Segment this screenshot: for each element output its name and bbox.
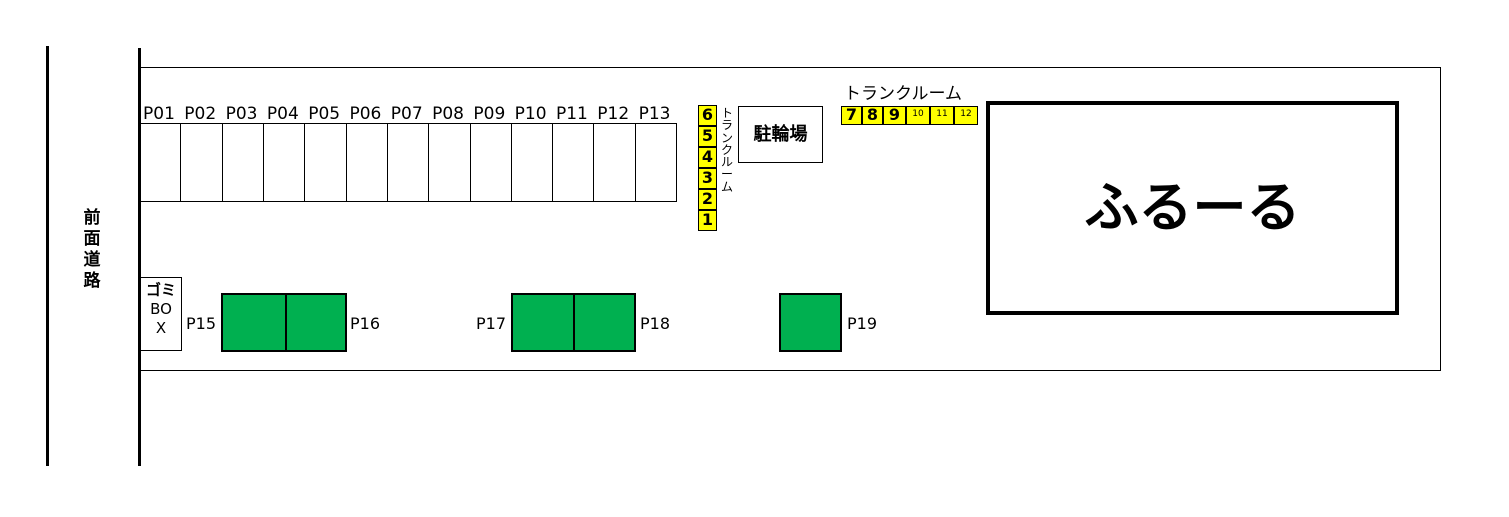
trunk-room-unit[interactable]: 8	[862, 106, 883, 125]
trunk-room-unit[interactable]: 7	[841, 106, 862, 125]
trunk-room-unit[interactable]: 10	[906, 106, 930, 125]
trunk-label-char: ト	[720, 106, 733, 120]
trunk-room-unit[interactable]: 4	[698, 147, 717, 168]
parking-code: P09	[473, 104, 506, 124]
parking-stall[interactable]	[552, 124, 593, 201]
parking-stall[interactable]	[345, 124, 387, 201]
green-space-p17[interactable]	[511, 293, 575, 352]
trunk-label-char: ラ	[720, 118, 733, 133]
trunk-room-unit[interactable]: 5	[698, 126, 717, 147]
parking-stall[interactable]	[428, 124, 469, 201]
trunk-label-char: ン	[720, 130, 733, 145]
trunk-label-char: ー	[720, 167, 733, 182]
building[interactable]: ふるーる	[986, 101, 1399, 315]
parking-stall[interactable]	[510, 124, 552, 201]
trunk-room-vertical: 6 5 4 3 2 1	[698, 105, 717, 231]
parking-stall[interactable]	[634, 124, 676, 201]
space-label-p17: P17	[476, 314, 507, 333]
trunk-room-horizontal-label: トランクルーム	[844, 84, 962, 104]
space-label-p19: P19	[847, 314, 878, 333]
trunk-room-unit[interactable]: 11	[930, 106, 954, 125]
parking-code: P10	[514, 104, 547, 124]
garbage-box-label-line: ゴミ	[145, 281, 176, 299]
road-label-char: 路	[83, 271, 101, 291]
parking-code-row: P01 P02 P03 P04 P05 P06 P07 P08 P09 P10 …	[143, 105, 683, 123]
bicycle-parking-label: 駐輪場	[753, 124, 808, 145]
parking-code: P05	[308, 104, 341, 124]
parking-code: P12	[597, 104, 630, 124]
trunk-room-horizontal: 7 8 9 10 11 12	[841, 106, 978, 125]
lot-edge-line	[138, 48, 141, 466]
bicycle-parking[interactable]: 駐輪場	[738, 106, 823, 163]
parking-stall[interactable]	[262, 124, 304, 201]
road-label: 前 面 道 路	[80, 208, 104, 292]
garbage-box[interactable]: ゴミ BO X	[140, 277, 182, 351]
parking-stalls	[139, 123, 677, 202]
road-label-char: 面	[83, 229, 101, 249]
green-space-p16[interactable]	[285, 293, 347, 352]
trunk-label-char: ル	[720, 155, 733, 170]
parking-code: P04	[266, 104, 299, 124]
parking-code: P08	[432, 104, 464, 124]
parking-code: P03	[225, 104, 258, 124]
trunk-room-unit[interactable]: 9	[883, 106, 906, 125]
parking-code: P01	[143, 104, 175, 124]
road-label-char: 前	[83, 208, 101, 228]
garbage-box-label-line: BO	[150, 300, 172, 318]
space-label-p15: P15	[186, 314, 217, 333]
parking-stall[interactable]	[593, 124, 634, 201]
parking-stall[interactable]	[386, 124, 428, 201]
parking-stall[interactable]	[469, 124, 511, 201]
road-edge-line	[46, 46, 49, 466]
trunk-room-unit[interactable]: 3	[698, 168, 717, 189]
parking-code: P07	[390, 104, 423, 124]
trunk-label-char: ム	[720, 179, 733, 194]
building-label: ふるーる	[1084, 176, 1301, 239]
parking-stall[interactable]	[304, 124, 345, 201]
space-label-p18: P18	[640, 314, 671, 333]
parking-stall[interactable]	[180, 124, 221, 201]
lot-outline	[141, 67, 1441, 371]
trunk-room-unit[interactable]: 2	[698, 189, 717, 210]
green-space-p19[interactable]	[779, 293, 842, 352]
parking-stall[interactable]	[140, 124, 180, 201]
trunk-room-vertical-label: ト ラ ン ク ル ー ム	[720, 107, 734, 193]
trunk-label-char: ク	[720, 142, 733, 157]
green-space-p15[interactable]	[221, 293, 287, 352]
parking-code: P02	[184, 104, 217, 124]
parking-stall[interactable]	[221, 124, 263, 201]
green-space-p18[interactable]	[573, 293, 636, 352]
space-label-p16: P16	[350, 314, 381, 333]
trunk-room-unit[interactable]: 1	[698, 210, 717, 231]
parking-code: P13	[638, 104, 671, 124]
road-label-char: 道	[83, 250, 101, 270]
parking-code: P06	[349, 104, 382, 124]
trunk-room-unit[interactable]: 6	[698, 105, 717, 126]
trunk-room-unit[interactable]: 12	[954, 106, 978, 125]
garbage-box-label-line: X	[155, 319, 167, 337]
parking-code: P11	[555, 104, 588, 124]
